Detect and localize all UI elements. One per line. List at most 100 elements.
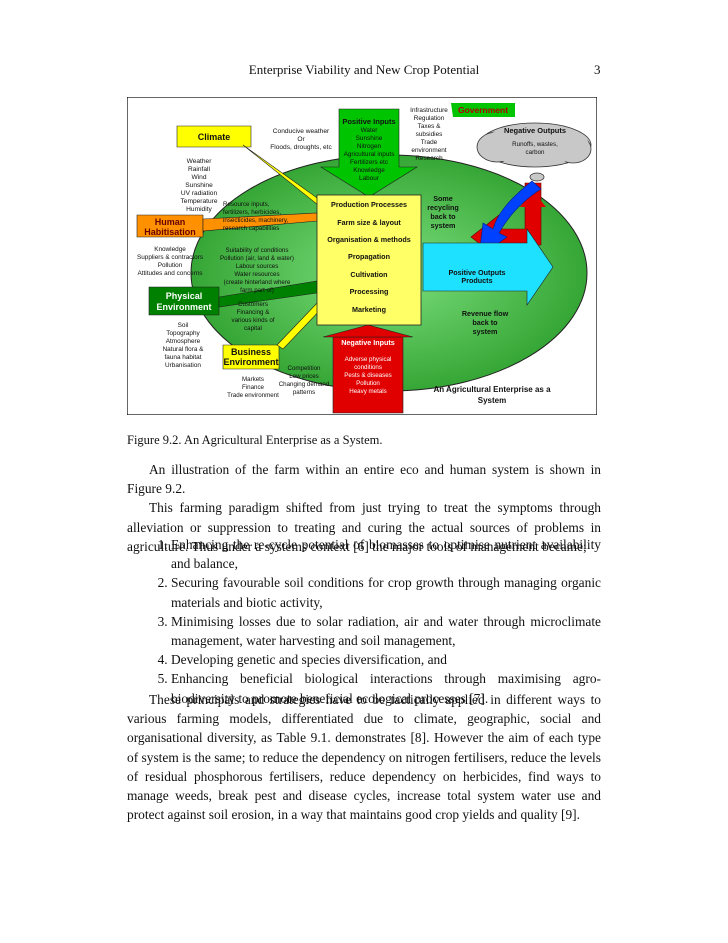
svg-text:conditions: conditions xyxy=(354,364,382,371)
business-box xyxy=(222,344,280,370)
negative-inputs-arrowhead xyxy=(322,324,414,338)
svg-text:back to: back to xyxy=(472,318,498,327)
svg-text:Suppliers & contractors: Suppliers & contractors xyxy=(137,254,203,261)
negative-inputs-title: Negative Inputs xyxy=(341,338,395,347)
svg-text:system: system xyxy=(473,327,498,336)
negative-outputs-line1: Runoffs, wastes, xyxy=(512,141,558,148)
svg-text:Research: Research xyxy=(415,155,443,162)
svg-text:Topography: Topography xyxy=(166,330,200,337)
svg-text:fertilizers, herbicides,: fertilizers, herbicides, xyxy=(223,209,281,216)
svg-text:Customers: Customers xyxy=(238,301,268,308)
svg-text:Some: Some xyxy=(433,194,453,203)
svg-text:Resource inputs,: Resource inputs, xyxy=(223,201,270,208)
svg-text:Humidity: Humidity xyxy=(186,206,212,213)
physical-box xyxy=(148,286,220,316)
government-label: Government xyxy=(458,105,508,115)
competition-line1: Competition xyxy=(287,365,321,372)
revenue-label: Revenue flow back to system xyxy=(462,309,509,336)
svg-text:Sunshine: Sunshine xyxy=(356,135,383,142)
figure-caption: Figure 9.2. An Agricultural Enterprise a… xyxy=(127,433,383,447)
list-item: Enhancing the re-cycle potential of biom… xyxy=(171,535,601,573)
svg-text:Sunshine: Sunshine xyxy=(185,182,213,189)
enterprise-title-1: An Agricultural Enterprise as a xyxy=(433,385,551,394)
svg-text:Pests & diseases: Pests & diseases xyxy=(344,372,391,379)
page-number: 3 xyxy=(594,62,601,77)
svg-text:Natural flora &: Natural flora & xyxy=(163,346,205,353)
conducive-weather: Conducive weather Or Floods, droughts, e… xyxy=(270,128,332,151)
climate-items: Weather Rainfall Wind Sunshine UV radiat… xyxy=(180,158,217,213)
svg-text:back to: back to xyxy=(430,212,456,221)
processing-label: Processing xyxy=(350,287,389,296)
figure-agricultural-enterprise: Climate Weather Rainfall Wind Sunshine U… xyxy=(127,97,597,415)
svg-text:Or: Or xyxy=(297,136,305,143)
cultivation-label: Cultivation xyxy=(350,270,387,279)
positive-inputs-arrow xyxy=(319,108,419,198)
climate-box xyxy=(176,125,252,148)
management-tools-list: Enhancing the re-cycle potential of biom… xyxy=(127,535,601,708)
svg-text:Wind: Wind xyxy=(191,174,206,181)
negative-outputs-cloud xyxy=(476,122,592,182)
climate-label: Climate xyxy=(198,132,231,142)
svg-text:Atmosphere: Atmosphere xyxy=(166,338,201,345)
svg-text:Rainfall: Rainfall xyxy=(188,166,211,173)
government-box xyxy=(451,103,515,117)
svg-text:Regulation: Regulation xyxy=(414,115,445,122)
svg-text:Trade: Trade xyxy=(421,139,438,146)
svg-text:Nitrogen: Nitrogen xyxy=(357,143,382,150)
list-item: Enhancing beneficial biological interact… xyxy=(171,669,601,707)
resource-inputs: Resource inputs, fertilizers, herbicides… xyxy=(223,201,289,232)
list-item: Securing favourable soil conditions for … xyxy=(171,573,601,611)
svg-text:recycling: recycling xyxy=(427,203,459,212)
svg-text:Knowledge: Knowledge xyxy=(353,167,385,174)
svg-text:Agricultural inputs: Agricultural inputs xyxy=(344,151,395,158)
business-label-1: Business xyxy=(231,347,271,357)
positive-outputs-products: Products xyxy=(461,276,492,285)
svg-text:research capabilities: research capabilities xyxy=(223,225,279,232)
svg-text:subsidies: subsidies xyxy=(416,131,443,138)
competition-line2: Low prices xyxy=(289,373,319,380)
svg-text:Urbanisation: Urbanisation xyxy=(165,362,201,369)
positive-inputs-title: Positive Inputs xyxy=(342,117,395,126)
svg-text:various kinds of: various kinds of xyxy=(232,317,275,324)
svg-text:Pollution (air, land & water): Pollution (air, land & water) xyxy=(220,255,294,262)
svg-text:Heavy metals: Heavy metals xyxy=(349,388,386,395)
svg-text:Floods, droughts, etc: Floods, droughts, etc xyxy=(270,144,332,151)
farm-size-label: Farm size & layout xyxy=(337,218,401,227)
government-arrow-head xyxy=(520,191,546,207)
svg-text:UV radiation: UV radiation xyxy=(181,190,218,197)
svg-text:insecticides, machinery,: insecticides, machinery, xyxy=(223,217,289,224)
svg-text:Infrastructure: Infrastructure xyxy=(410,107,448,114)
svg-text:Trade environment: Trade environment xyxy=(227,392,279,399)
propagation-label: Propagation xyxy=(348,252,390,261)
negative-outputs-title: Negative Outputs xyxy=(504,126,566,135)
human-label-1: Human xyxy=(155,217,186,227)
human-items: Knowledge Suppliers & contractors Pollut… xyxy=(137,246,203,277)
svg-text:Finance: Finance xyxy=(242,384,265,391)
business-items: Markets Finance Trade environment xyxy=(227,376,279,399)
closing-paragraph-block: These principals and strategies have to … xyxy=(127,690,601,824)
human-label-2: Habitisation xyxy=(144,227,196,237)
organisation-label: Organisation & methods xyxy=(327,235,410,244)
svg-text:fauna habitat: fauna habitat xyxy=(165,354,202,361)
positive-inputs-items: Water Sunshine Nitrogen Agricultural inp… xyxy=(344,127,395,182)
physical-label-1: Physical xyxy=(166,291,203,301)
svg-text:environment: environment xyxy=(411,147,446,154)
list-item: Minimising losses due to solar radiation… xyxy=(171,612,601,650)
svg-text:Pollution: Pollution xyxy=(356,380,380,387)
production-box xyxy=(316,194,422,326)
svg-text:Knowledge: Knowledge xyxy=(154,246,186,253)
svg-text:Revenue flow: Revenue flow xyxy=(462,309,509,318)
positive-outputs-arrow xyxy=(422,228,554,306)
physical-items: Soil Topography Atmosphere Natural flora… xyxy=(163,322,205,369)
svg-text:Conducive weather: Conducive weather xyxy=(273,128,330,135)
svg-text:Suitability of conditions: Suitability of conditions xyxy=(226,247,289,254)
marketing-label: Marketing xyxy=(352,305,386,314)
government-items: Infrastructure Regulation Taxes & subsid… xyxy=(410,107,448,162)
negative-inputs-items: Adverse physical conditions Pests & dise… xyxy=(344,356,391,395)
changing-demand-line1: Changing demand xyxy=(279,381,330,388)
svg-text:Taxes &: Taxes & xyxy=(418,123,441,130)
suitability-items: Suitability of conditions Pollution (air… xyxy=(220,247,294,294)
intro-paragraphs: An illustration of the farm within an en… xyxy=(127,460,601,556)
svg-text:Water resources: Water resources xyxy=(234,271,279,278)
positive-outputs-title: Positive Outputs xyxy=(448,268,505,277)
